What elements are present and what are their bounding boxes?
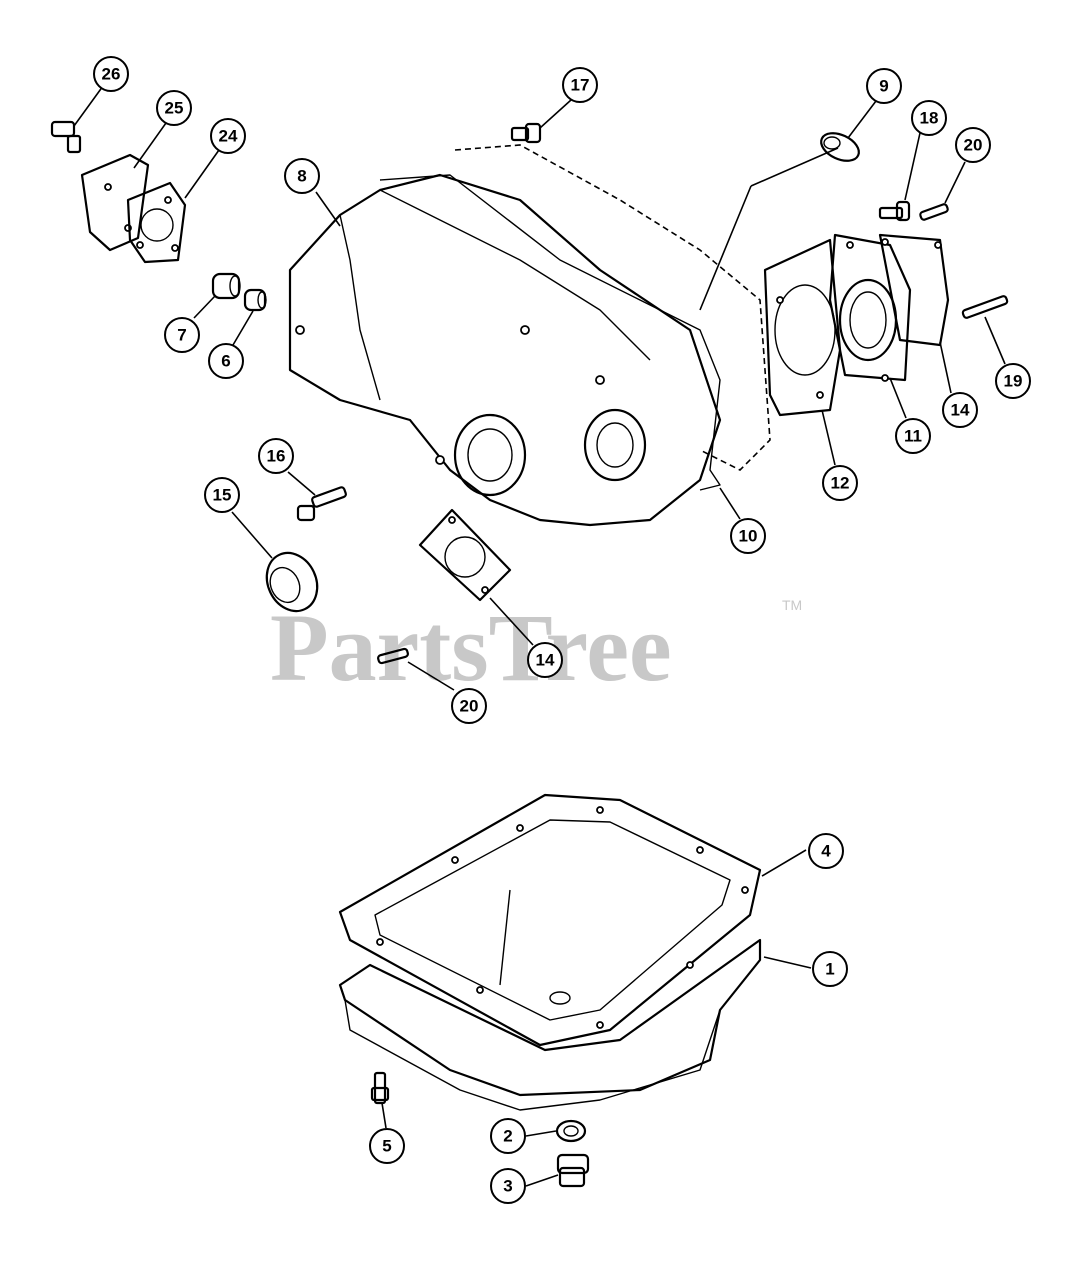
part-14-gasket-lower (418, 508, 512, 602)
callout-20-upper-label: 20 (964, 136, 983, 155)
part-2-washer (555, 1119, 587, 1143)
callout-3: 3 (490, 1168, 526, 1204)
part-24-gasket (126, 181, 187, 264)
callout-20-upper: 20 (955, 127, 991, 163)
part-11-seal-housing (828, 233, 912, 382)
callout-25-label: 25 (165, 99, 184, 118)
part-8-gear-case (288, 144, 771, 527)
part-25-cover-plate (80, 153, 150, 252)
callout-24-label: 24 (219, 127, 238, 146)
part-16-bolt (296, 486, 347, 522)
watermark-trademark: TM (782, 597, 802, 613)
callout-17-label: 17 (571, 76, 590, 95)
part-5-stud (370, 1071, 390, 1105)
part-18-bolt (878, 200, 911, 222)
part-17-bolt (510, 122, 542, 144)
callout-19-label: 19 (1004, 372, 1023, 391)
part-15-oil-seal (265, 551, 319, 613)
part-3-drain-plug (556, 1153, 590, 1188)
callout-14-upper: 14 (942, 392, 978, 428)
callout-14-upper-label: 14 (951, 401, 970, 420)
callout-15-label: 15 (213, 486, 232, 505)
callout-26: 26 (93, 56, 129, 92)
callout-17: 17 (562, 67, 598, 103)
part-1-oil-pan (338, 889, 762, 1111)
callout-20-lower: 20 (451, 688, 487, 724)
callout-4: 4 (808, 833, 844, 869)
callout-16: 16 (258, 438, 294, 474)
callout-1-label: 1 (825, 960, 834, 979)
callout-20-lower-label: 20 (460, 697, 479, 716)
callout-10: 10 (730, 518, 766, 554)
part-12-gasket (763, 238, 842, 417)
callout-10-label: 10 (739, 527, 758, 546)
callout-9: 9 (866, 68, 902, 104)
leader-lines (73, 85, 1006, 1187)
callout-4-label: 4 (821, 842, 831, 861)
watermark-text: PartsTree (270, 594, 672, 701)
callout-12-label: 12 (831, 474, 850, 493)
callout-6: 6 (208, 343, 244, 379)
callout-2: 2 (490, 1118, 526, 1154)
part-20-pin-lower (377, 647, 409, 665)
callout-11: 11 (895, 418, 931, 454)
callout-19: 19 (995, 363, 1031, 399)
callout-8: 8 (284, 158, 320, 194)
callout-14-lower: 14 (527, 642, 563, 678)
callout-15: 15 (204, 477, 240, 513)
callout-26-label: 26 (102, 65, 121, 84)
callout-16-label: 16 (267, 447, 286, 466)
callout-18: 18 (911, 100, 947, 136)
callout-3-label: 3 (503, 1177, 512, 1196)
callout-8-label: 8 (297, 167, 306, 186)
part-4-oil-pan-gasket (338, 793, 762, 1047)
callout-12: 12 (822, 465, 858, 501)
part-19-pin (961, 295, 1009, 319)
callout-11-label: 11 (904, 427, 922, 446)
part-14-gasket-upper (878, 233, 950, 347)
callout-25: 25 (156, 90, 192, 126)
part-20-pin-upper (919, 203, 949, 221)
callout-6-label: 6 (221, 352, 230, 371)
callout-7-label: 7 (177, 326, 186, 345)
part-10-gasket (379, 174, 721, 491)
part-9-bearing (820, 132, 860, 162)
part-6-bushing (243, 288, 267, 312)
callout-18-label: 18 (920, 109, 939, 128)
callout-1: 1 (812, 951, 848, 987)
part-26-bolt (50, 120, 82, 154)
callout-9-label: 9 (879, 77, 888, 96)
callout-2-label: 2 (503, 1127, 512, 1146)
callout-24: 24 (210, 118, 246, 154)
callout-5-label: 5 (382, 1137, 391, 1156)
callout-5: 5 (369, 1128, 405, 1164)
callout-14-lower-label: 14 (536, 651, 555, 670)
callout-7: 7 (164, 317, 200, 353)
part-7-bushing (211, 272, 241, 300)
